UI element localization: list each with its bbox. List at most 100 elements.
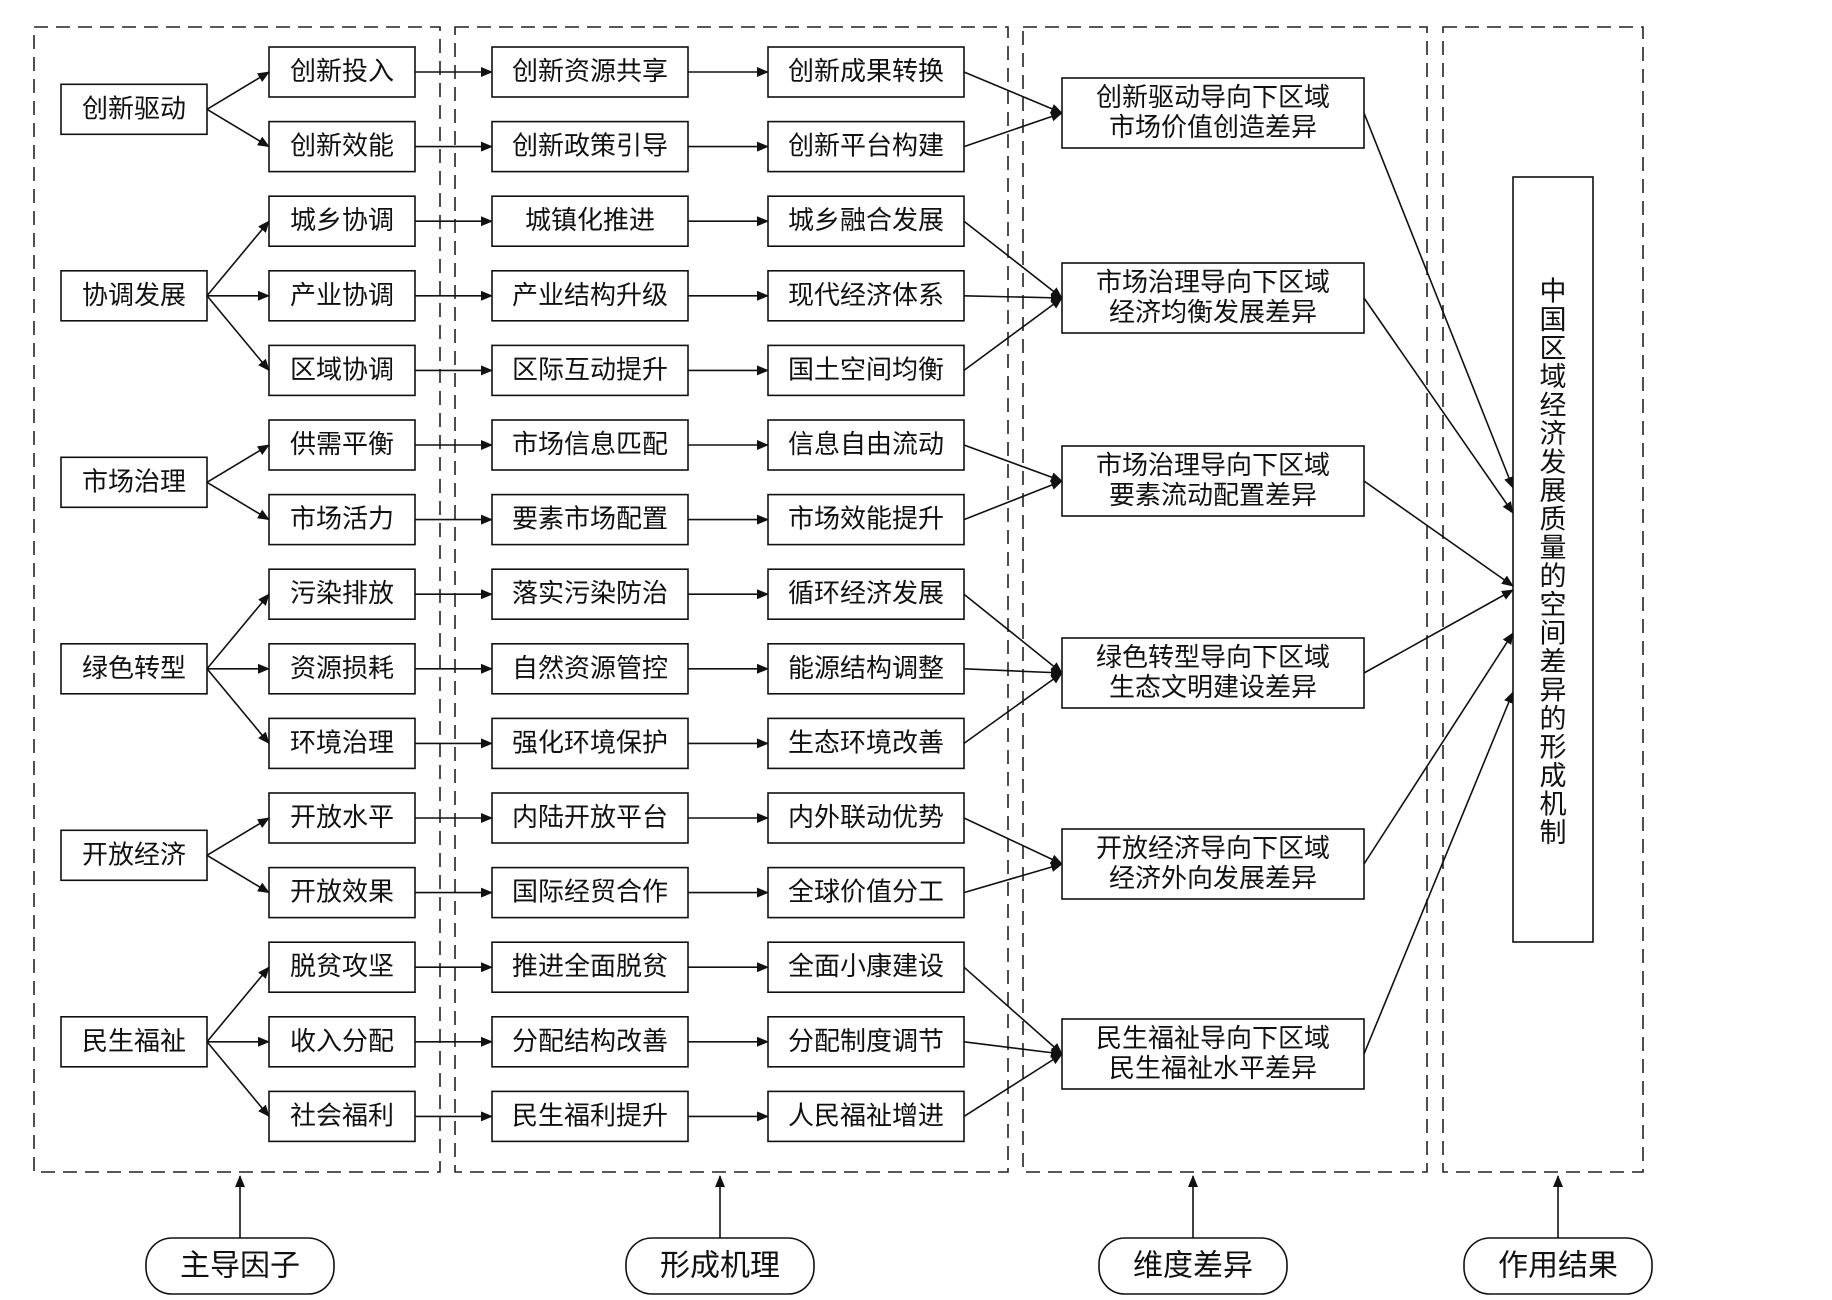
- effect-box: [767, 717, 965, 770]
- effect-box-label: 创新平台构建: [788, 132, 944, 162]
- dimension-line-2: 生态文明建设差异: [1109, 673, 1317, 703]
- dimension-box-4: [1061, 637, 1365, 709]
- effect-box-label: 人民福祉增进: [788, 1101, 944, 1131]
- stage-region-dimensions: [1022, 26, 1428, 1173]
- result-char: 机: [1540, 790, 1567, 821]
- effect-box: [767, 792, 965, 844]
- effect-box-label: 国土空间均衡: [788, 355, 944, 385]
- effect-box: [767, 1015, 965, 1068]
- factor-box-2: [60, 269, 208, 322]
- arrow-dimension-to-result: [1363, 112, 1514, 489]
- factor-box-6: [60, 1015, 208, 1068]
- mechanism-box: [491, 568, 689, 621]
- factor-box-5-label: 开放经济: [82, 840, 186, 870]
- arrow-effect-to-dimension: [963, 444, 1063, 482]
- result-char: 国: [1540, 305, 1567, 336]
- subfactor-box: [268, 269, 416, 322]
- result-char: 质: [1540, 505, 1567, 536]
- arrow-factor-5-sub-2: [206, 854, 270, 894]
- arrow-factor-4-sub-3: [206, 668, 270, 745]
- dimension-line-2: 经济外向发展差异: [1109, 864, 1317, 894]
- effect-box-label: 分配制度调节: [788, 1027, 944, 1057]
- arrow-effect-to-dimension: [963, 862, 1063, 894]
- dimension-line-2: 经济均衡发展差异: [1109, 298, 1317, 328]
- effect-box-label: 全球价值分工: [788, 878, 944, 908]
- effect-box: [767, 344, 965, 397]
- arrow-effect-to-dimension: [963, 672, 1063, 745]
- dimension-line-1: 市场治理导向下区域: [1096, 451, 1330, 481]
- subfactor-box: [268, 120, 416, 173]
- stage-region-mechanism: [454, 26, 1009, 1173]
- result-char: 差: [1540, 647, 1567, 678]
- arrow-factor-6-sub-1: [206, 966, 270, 1043]
- result-char: 经: [1540, 391, 1567, 422]
- subfactor-box: [268, 1090, 416, 1143]
- effect-box-label: 城乡融合发展: [788, 206, 944, 236]
- factor-box-2-label: 协调发展: [82, 281, 186, 311]
- mechanism-box: [491, 717, 689, 770]
- subfactor-box-label: 脱贫攻坚: [290, 952, 394, 982]
- effect-box-label: 现代经济体系: [788, 281, 944, 311]
- dimension-line-2: 民生福祉水平差异: [1109, 1054, 1317, 1084]
- dimension-line-2: 要素流动配置差异: [1109, 481, 1317, 511]
- effect-box-label: 全面小康建设: [788, 952, 944, 982]
- effect-box: [767, 419, 965, 471]
- mechanism-box: [491, 792, 689, 844]
- subfactor-box-label: 创新效能: [290, 132, 394, 162]
- subfactor-box: [268, 866, 416, 919]
- effect-box: [767, 493, 965, 546]
- effect-box: [767, 46, 965, 98]
- subfactor-box: [268, 642, 416, 695]
- subfactor-box: [268, 1015, 416, 1068]
- arrow-effect-to-dimension: [963, 297, 1063, 372]
- subfactor-box-label: 城乡协调: [290, 206, 394, 236]
- subfactor-box-label: 市场活力: [290, 505, 394, 535]
- arrow-factor-1-sub-2: [206, 108, 270, 148]
- mechanism-box-label: 国际经贸合作: [512, 878, 668, 908]
- mechanism-box-label: 民生福利提升: [512, 1101, 668, 1131]
- subfactor-box: [268, 717, 416, 770]
- subfactor-box-label: 区域协调: [290, 355, 394, 385]
- stage-label-text: 主导因子: [180, 1249, 300, 1284]
- subfactor-box-label: 产业协调: [290, 281, 394, 311]
- dimension-line-1: 绿色转型导向下区域: [1096, 643, 1330, 673]
- effect-box-label: 内外联动优势: [788, 803, 944, 833]
- mechanism-box: [491, 642, 689, 695]
- mechanism-box-label: 推进全面脱贫: [512, 952, 668, 982]
- subfactor-box: [268, 493, 416, 546]
- result-char: 形: [1540, 733, 1567, 764]
- mechanism-box: [491, 269, 689, 322]
- dimension-line-1: 开放经济导向下区域: [1096, 834, 1330, 864]
- subfactor-box: [268, 792, 416, 844]
- stage-label-1: [145, 1237, 335, 1295]
- result-char: 空: [1540, 590, 1567, 621]
- result-char: 域: [1540, 362, 1567, 393]
- result-char: 的: [1540, 704, 1567, 735]
- effect-box: [767, 941, 965, 994]
- effect-box-label: 循环经济发展: [788, 579, 944, 609]
- subfactor-box-label: 开放效果: [290, 878, 394, 908]
- arrow-effect-to-dimension: [963, 292, 1063, 303]
- dimension-box-6: [1061, 1018, 1365, 1090]
- result-char: 异: [1540, 676, 1567, 707]
- factor-box-3: [60, 456, 208, 509]
- dimension-box-1: [1061, 77, 1365, 149]
- arrow-factor-5-sub-1: [206, 817, 270, 856]
- effect-box: [767, 568, 965, 621]
- effect-box: [767, 1090, 965, 1143]
- result-char: 制: [1540, 818, 1567, 849]
- mechanism-box: [491, 46, 689, 98]
- arrow-dimension-to-result: [1363, 589, 1514, 674]
- arrow-effect-to-dimension: [963, 480, 1063, 521]
- arrow-factor-6-sub-3: [206, 1041, 270, 1118]
- result-char: 间: [1540, 619, 1567, 650]
- effect-box: [767, 120, 965, 173]
- subfactor-box-label: 供需平衡: [290, 430, 394, 460]
- mechanism-box-label: 城镇化推进: [525, 206, 655, 236]
- mechanism-box: [491, 1015, 689, 1068]
- arrow-effect-to-dimension: [963, 667, 1063, 678]
- mechanism-box: [491, 866, 689, 919]
- stage-region-result: [1442, 26, 1644, 1173]
- result-char: 发: [1540, 448, 1567, 479]
